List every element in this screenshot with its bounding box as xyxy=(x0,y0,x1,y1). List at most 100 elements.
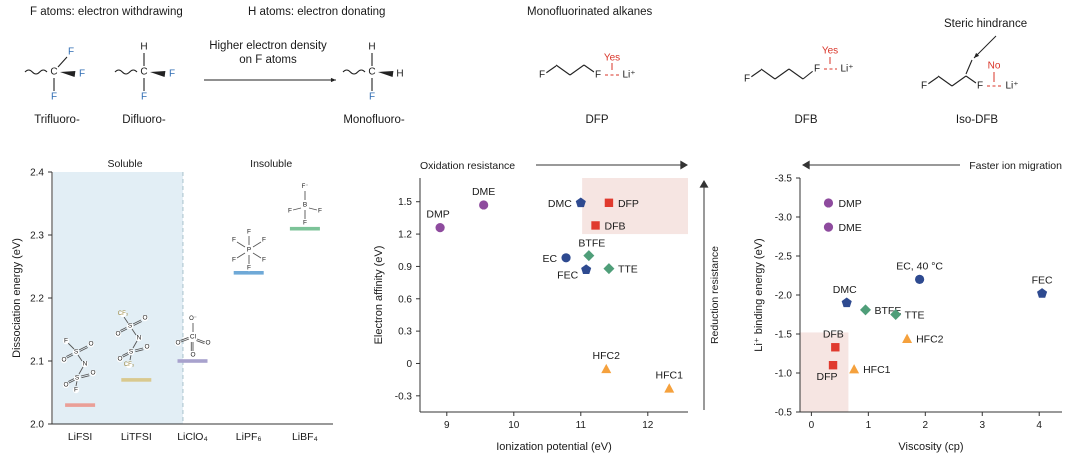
y-tick-label: -1.5 xyxy=(775,330,793,341)
atom-mask xyxy=(367,92,377,102)
point-label-hfc1: HFC1 xyxy=(656,369,684,381)
bond xyxy=(937,75,953,87)
bond xyxy=(236,252,246,259)
F-atom-label: F xyxy=(64,338,68,345)
y-tick-label: -0.5 xyxy=(775,408,793,419)
atom-mask xyxy=(135,334,143,342)
marker-dme xyxy=(479,200,489,210)
point-label-ec-40-c: EC, 40 °C xyxy=(896,260,943,272)
bond xyxy=(78,366,84,375)
C-atom-label: C xyxy=(50,67,57,78)
bond xyxy=(132,319,142,325)
F-atom-label: F xyxy=(288,208,292,215)
bond xyxy=(122,353,130,358)
atom-mask xyxy=(49,67,59,77)
No-atom-label: No xyxy=(988,61,1001,72)
S-atom-label: S xyxy=(129,349,134,356)
point-label-fec: FEC xyxy=(557,270,578,282)
F-atom-label: F xyxy=(247,265,251,272)
y-tick-label: 2.2 xyxy=(30,294,44,305)
x-tick-label: 1 xyxy=(866,420,872,431)
F-atom-label: F xyxy=(744,74,750,85)
marker-dmc xyxy=(575,197,586,208)
atom-mask xyxy=(919,81,929,91)
atom-mask xyxy=(114,330,122,338)
atom-mask xyxy=(73,374,81,382)
point-label-ec: EC xyxy=(542,253,557,265)
ion-migration-arrowhead xyxy=(802,160,810,170)
atom-mask xyxy=(301,183,309,191)
atom-mask xyxy=(72,386,80,394)
x-tick-label: 0 xyxy=(809,420,815,431)
N-atom-label: N xyxy=(83,361,88,368)
bond xyxy=(78,345,88,351)
caption-dfp: DFP xyxy=(585,114,609,126)
point-label-dmc: DMC xyxy=(548,198,572,210)
marker-dme xyxy=(823,222,834,232)
atom-mask xyxy=(119,310,127,318)
electron-affinity-y-axis-title: Electron affinity (eV) xyxy=(373,246,385,345)
atom-mask xyxy=(975,81,985,91)
atom-mask xyxy=(593,70,603,80)
heading-h-atoms: H atoms: electron donating xyxy=(248,6,386,18)
point-label-tte: TTE xyxy=(905,310,925,322)
Li⁺-atom-label: Li⁺ xyxy=(840,64,853,75)
category-label-0: LiFSI xyxy=(68,431,93,443)
bond xyxy=(81,375,90,379)
x-tick-label: 10 xyxy=(508,420,520,431)
bond xyxy=(80,373,90,377)
atom-mask xyxy=(66,47,76,57)
caption-dfb: DFB xyxy=(794,114,818,126)
y-tick-label: -3.5 xyxy=(775,174,793,185)
steric-hindrance-label: Steric hindrance xyxy=(944,18,1028,30)
bond xyxy=(788,68,804,80)
atom-mask xyxy=(537,70,547,80)
pointer-arrowhead xyxy=(330,77,336,83)
atom-mask xyxy=(139,42,149,52)
wavy-bond xyxy=(342,69,366,75)
point-label-dfp: DFP xyxy=(618,198,639,210)
atom-mask xyxy=(143,343,151,351)
bond xyxy=(927,76,939,85)
F-atom-label: F xyxy=(814,64,820,75)
marker-dmc xyxy=(841,297,852,308)
bar-lipf xyxy=(233,271,264,275)
C-atom-label: C xyxy=(140,67,147,78)
atom-mask xyxy=(301,201,309,209)
atom-mask xyxy=(230,256,238,264)
bond xyxy=(760,68,776,80)
bond xyxy=(965,75,977,84)
bond xyxy=(236,241,246,248)
arrow-annotation-line2: on F atoms xyxy=(239,54,297,66)
bond xyxy=(77,354,83,362)
Yes-atom-label: Yes xyxy=(822,46,838,57)
atom-mask xyxy=(245,246,253,254)
H-atom-label: H xyxy=(396,69,403,80)
y-tick-label: 1.2 xyxy=(398,230,412,241)
reduction-arrowhead xyxy=(699,180,709,188)
soluble-shaded-region xyxy=(53,172,183,424)
atom-mask xyxy=(174,339,182,347)
marker-hfc1 xyxy=(664,383,675,393)
bond xyxy=(68,379,76,384)
atom-mask xyxy=(139,92,149,102)
atom-mask xyxy=(116,355,124,363)
region-label-insoluble: Insoluble xyxy=(250,158,292,170)
atom-mask xyxy=(742,74,752,84)
atom-mask xyxy=(189,333,197,341)
atom-mask xyxy=(624,70,634,80)
marker-hfc2 xyxy=(902,333,913,343)
y-tick-label: 0.6 xyxy=(398,294,412,305)
y-tick-label: -0.3 xyxy=(395,391,413,402)
bond xyxy=(180,336,189,341)
atom-mask xyxy=(89,369,97,377)
atom-mask xyxy=(189,315,197,323)
O-atom-label: O xyxy=(115,331,120,338)
category-label-4: LiBF₄ xyxy=(292,431,318,443)
F-atom-label: F xyxy=(977,81,983,92)
atom-mask xyxy=(60,356,68,364)
